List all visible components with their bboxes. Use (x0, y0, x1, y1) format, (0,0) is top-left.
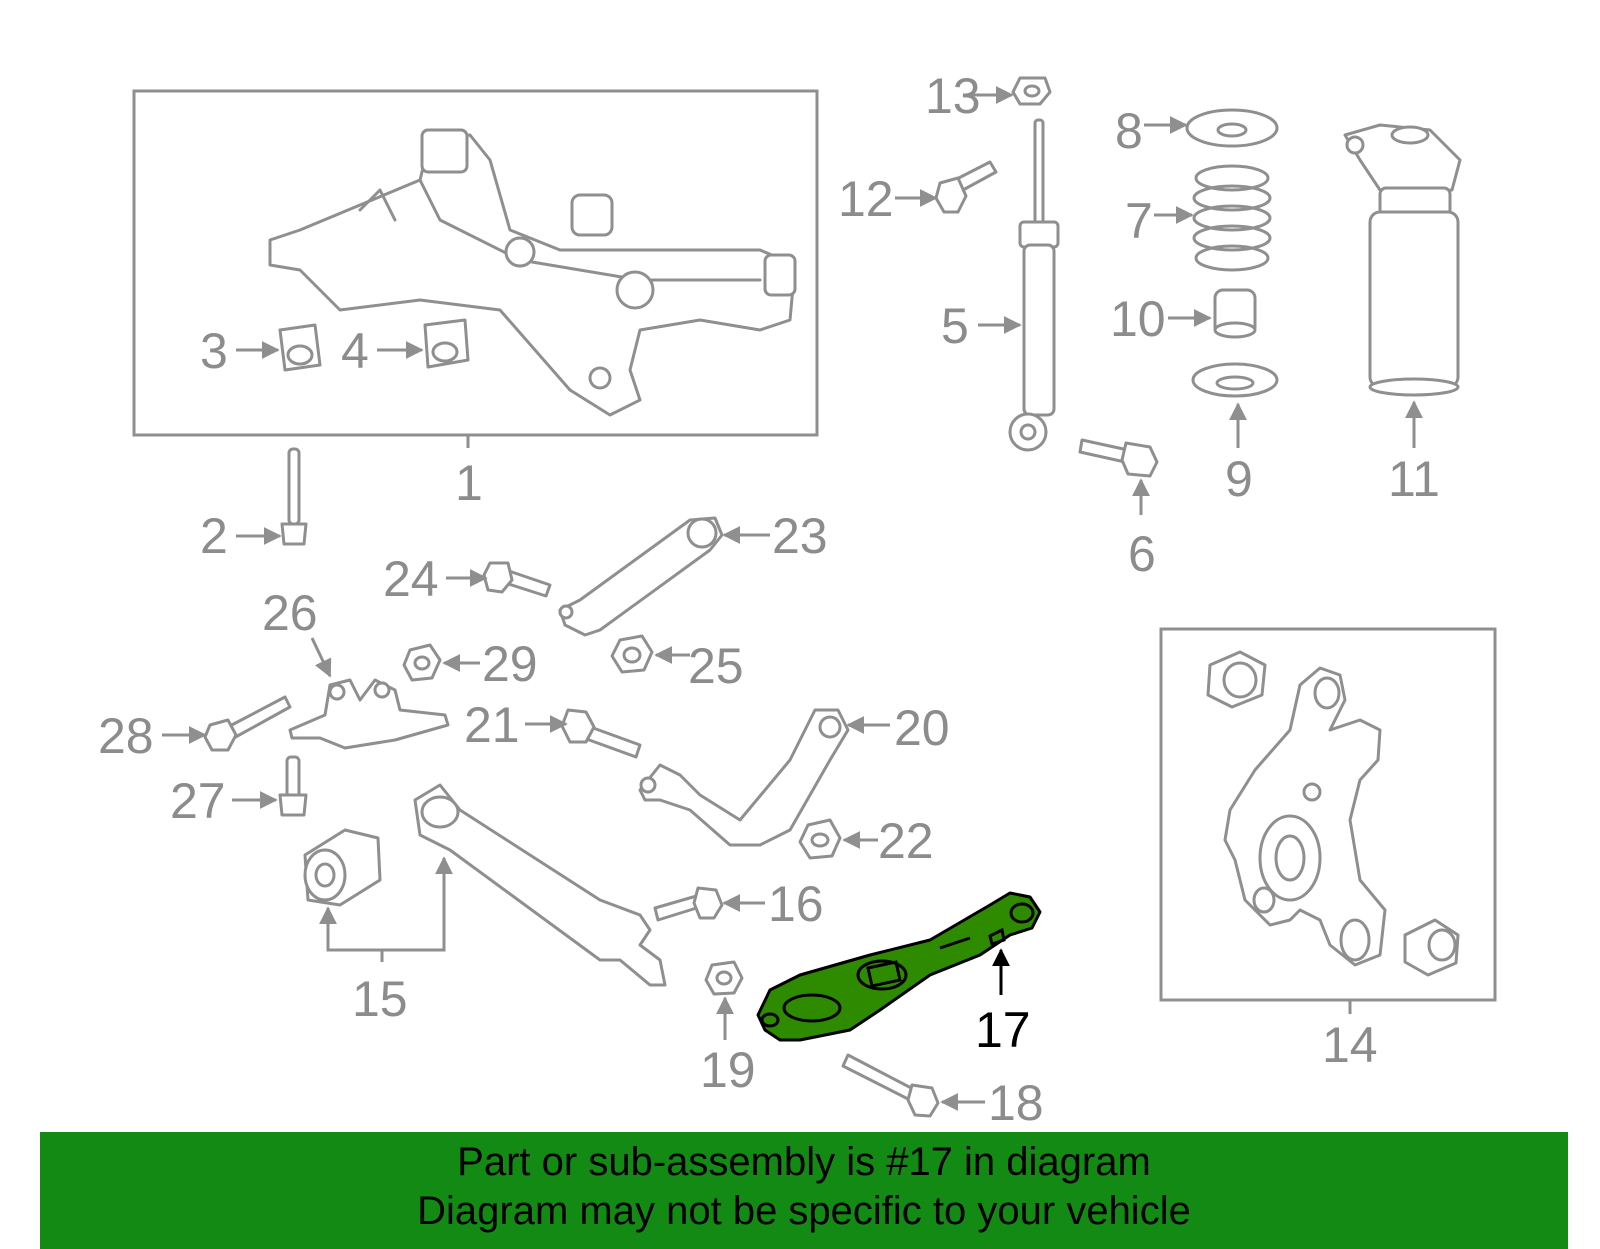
knuckle-14-part[interactable] (1223, 666, 1387, 967)
callout-11: 11 (1388, 451, 1440, 507)
leader-15 (326, 860, 446, 952)
bushing-4-part[interactable] (423, 318, 470, 369)
lower-control-arm-17-part[interactable] (756, 891, 1042, 1042)
callout-28: 28 (98, 708, 154, 764)
callout-13: 13 (925, 68, 981, 124)
nut-19-part[interactable] (704, 960, 744, 996)
bolt-12-part[interactable] (934, 160, 998, 214)
callout-25: 25 (688, 638, 744, 694)
bump-stop-10-part[interactable] (1213, 288, 1257, 339)
air-spring-11-part[interactable] (1343, 123, 1462, 397)
bolt-6-part[interactable] (1078, 438, 1159, 478)
callout-15: 15 (352, 971, 408, 1027)
nut-13-part[interactable] (1011, 76, 1052, 106)
nut-29-part[interactable] (402, 643, 442, 682)
arrow-26 (310, 637, 332, 678)
callout-5: 5 (941, 298, 969, 354)
bolt-16-part[interactable] (653, 886, 724, 922)
callout-21: 21 (464, 697, 520, 753)
bracket-26-part[interactable] (288, 678, 450, 750)
callout-12: 12 (838, 171, 894, 227)
info-banner: Part or sub-assembly is #17 in diagram D… (40, 1132, 1568, 1249)
nut-25-part[interactable] (610, 634, 654, 674)
callout-16: 16 (768, 876, 824, 932)
callout-19: 19 (700, 1042, 756, 1098)
callout-1: 1 (455, 455, 483, 511)
callout-26: 26 (262, 585, 318, 641)
callout-14: 14 (1322, 1017, 1378, 1073)
callout-22: 22 (878, 813, 934, 869)
callout-2: 2 (200, 508, 228, 564)
coil-spring-7-part[interactable] (1192, 164, 1272, 272)
spring-seat-8-part[interactable] (1185, 108, 1279, 148)
bushing-14b-part[interactable] (1403, 918, 1460, 977)
callout-17: 17 (975, 1002, 1031, 1058)
bushing-3-part[interactable] (278, 323, 322, 372)
trailing-arm-15-part[interactable] (413, 783, 667, 987)
callout-23: 23 (772, 508, 828, 564)
bolt-24-part[interactable] (482, 561, 552, 598)
callout-24: 24 (383, 551, 439, 607)
bolt-27-part[interactable] (278, 755, 308, 817)
bolt-21-part[interactable] (560, 708, 642, 759)
callout-8: 8 (1115, 103, 1143, 159)
callout-3: 3 (200, 323, 228, 379)
bolt-18-part[interactable] (841, 1053, 940, 1118)
callout-4: 4 (341, 323, 369, 379)
nut-22-part[interactable] (798, 818, 842, 860)
bushing-15-part[interactable] (303, 828, 382, 907)
bolt-2-part[interactable] (280, 447, 308, 546)
callout-20: 20 (894, 700, 950, 756)
banner-line-1: Part or sub-assembly is #17 in diagram (457, 1140, 1151, 1184)
spring-seat-9-part[interactable] (1191, 362, 1279, 398)
banner-line-2: Diagram may not be specific to your vehi… (417, 1189, 1191, 1233)
bushing-14a-part[interactable] (1206, 650, 1267, 709)
callout-18: 18 (988, 1075, 1044, 1131)
shock-absorber-5-part[interactable] (1008, 118, 1060, 452)
control-arm-23-part[interactable] (558, 516, 724, 637)
callout-9: 9 (1225, 451, 1253, 507)
subframe-part[interactable] (268, 128, 797, 417)
callout-7: 7 (1125, 193, 1153, 249)
callout-10: 10 (1110, 291, 1166, 347)
callout-6: 6 (1128, 526, 1156, 582)
bolt-28-part[interactable] (203, 695, 292, 752)
callout-27: 27 (170, 773, 226, 829)
callout-29: 29 (482, 636, 538, 692)
